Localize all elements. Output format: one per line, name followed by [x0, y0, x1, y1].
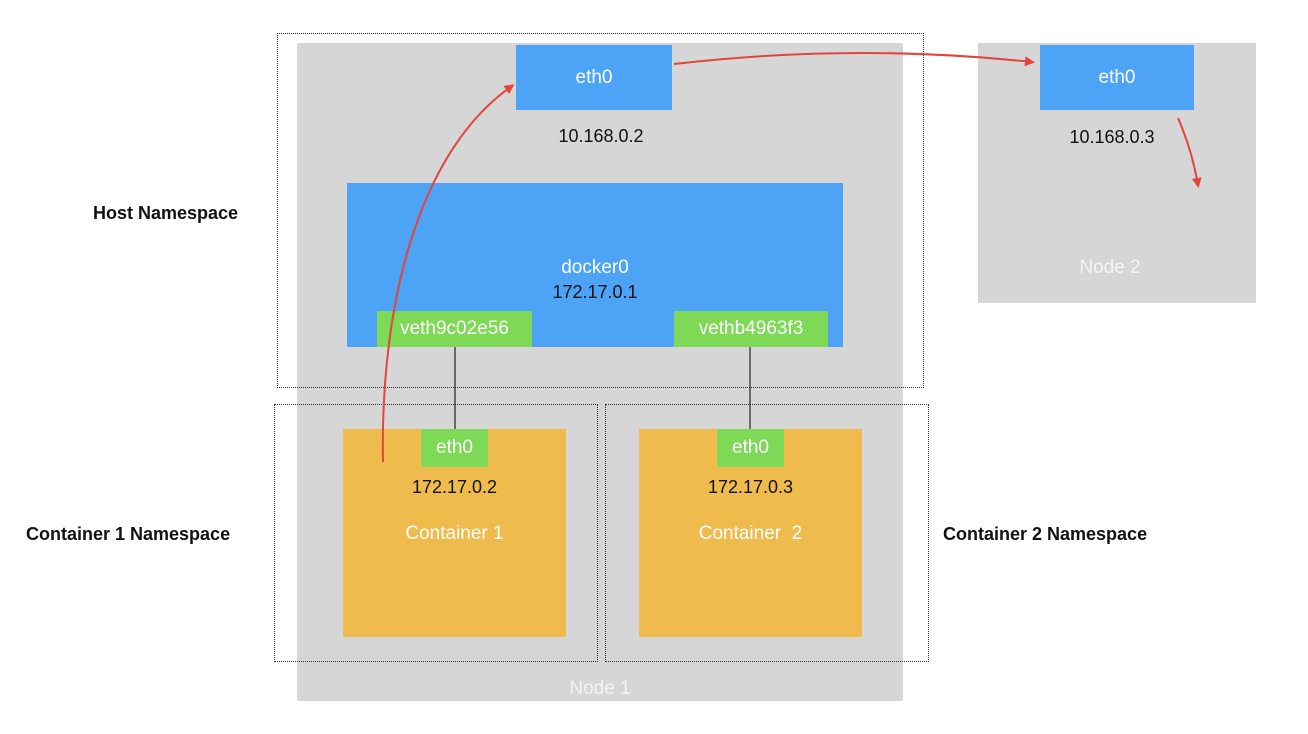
packet-arrow-node1-to-node2 [673, 51, 1035, 67]
container-2-ip: 172.17.0.3 [707, 476, 794, 497]
node-2-label: Node 2 [1079, 257, 1141, 278]
container-1-eth0: eth0 [421, 429, 488, 467]
packet-arrow-node2-down [1177, 117, 1202, 188]
node-1-label: Node 1 [569, 678, 631, 699]
container-2-label: Container 2 [698, 523, 803, 544]
container-1-ip: 172.17.0.2 [411, 476, 498, 497]
node-1-eth0-ip: 10.168.0.2 [558, 125, 644, 146]
docker0-ip: 172.17.0.1 [552, 281, 638, 302]
node-1-eth0: eth0 [516, 45, 672, 110]
host-namespace-label: Host Namespace [93, 203, 239, 223]
container-2-namespace-outline [605, 404, 929, 662]
veth-container-2: vethb4963f3 [674, 311, 828, 347]
container-1-label: Container 1 [405, 523, 504, 544]
veth-container-1: veth9c02e56 [377, 311, 532, 347]
node-2-eth0-ip: 10.168.0.3 [1069, 126, 1155, 147]
container-2-eth0: eth0 [717, 429, 784, 467]
container-1-namespace-outline [274, 404, 598, 662]
docker0-label: docker0 [561, 257, 629, 278]
packet-arrow-container-to-eth0 [381, 84, 515, 463]
node-2-eth0: eth0 [1040, 45, 1194, 110]
host-namespace-outline [277, 33, 924, 388]
container-1-namespace-label: Container 1 Namespace [26, 524, 231, 544]
container-2-namespace-label: Container 2 Namespace [943, 524, 1148, 544]
